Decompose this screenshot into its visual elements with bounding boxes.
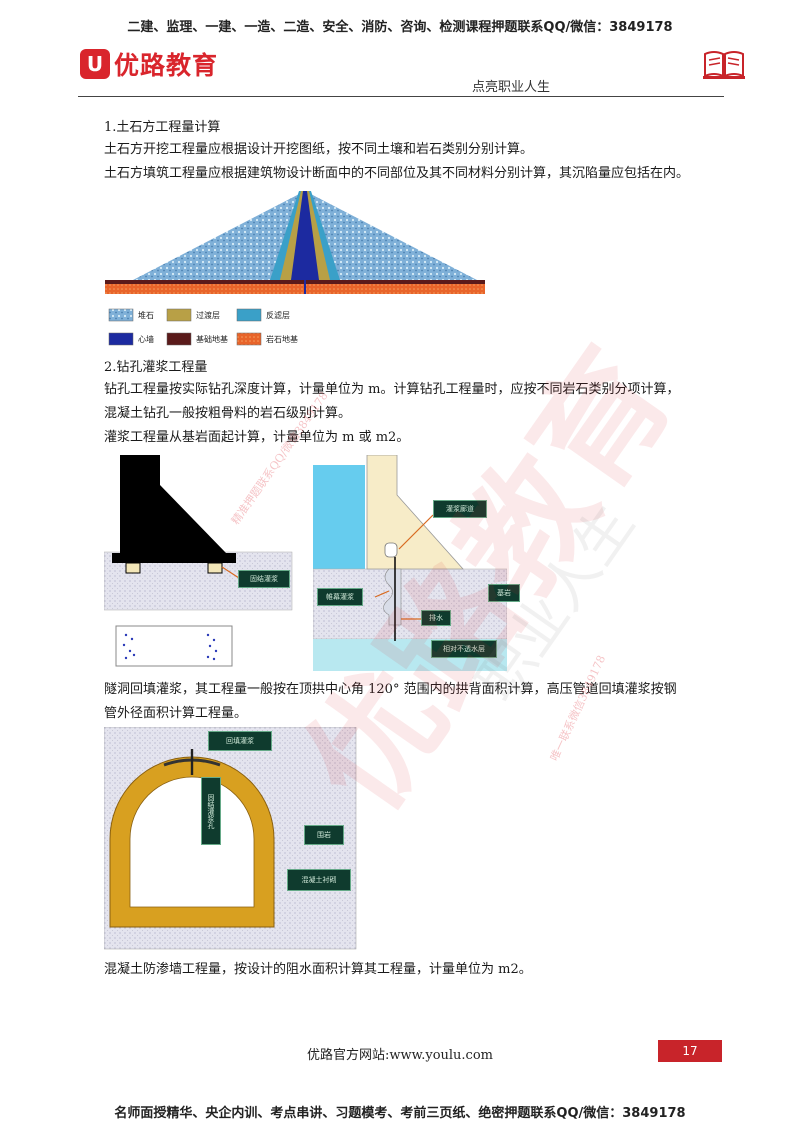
section2-paragraph4: 混凝土防渗墙工程量，按设计的阻水面积计算其工程量，计量单位为 m2。 (104, 962, 532, 977)
page-number: 17 (658, 1040, 722, 1062)
section1-title: 1.土石方工程量计算 (104, 120, 221, 135)
dam-core (291, 191, 319, 280)
tag-rock: 基岩 (488, 584, 520, 602)
section2-paragraph1-line1: 钻孔工程量按实际钻孔深度计算，计量单位为 m。计算钻孔工程量时，应按不同岩石类别… (104, 382, 680, 397)
dam-foundation (105, 280, 485, 284)
slogan: 点亮职业人生 (472, 80, 551, 95)
dam-cross-section-figure: 堆石 过渡层 反滤层 心墙 基础地基 岩石地基 (105, 188, 485, 346)
consolidation-grouting-figure (104, 455, 293, 667)
tag-gallery: 灌浆廊道 (433, 500, 487, 518)
section1-paragraph2: 土石方填筑工程量应根据建筑物设计断面中的不同部位及其不同材料分别计算，其沉陷量应… (104, 166, 690, 181)
dam-bedrock (105, 284, 485, 294)
legend-label-core: 心墙 (138, 334, 154, 344)
brand-logo: U 优路教育 (80, 46, 218, 82)
section2-paragraph3-line2: 管外径面积计算工程量。 (104, 706, 248, 721)
tag-consolidation-grouting: 固结灌浆 (238, 570, 290, 588)
section2-paragraph3-line1: 隧洞回填灌浆，其工程量一般按在顶拱中心角 120° 范围内的拱背面积计算，高压管… (104, 682, 677, 697)
grout-hole-dots (122, 633, 218, 661)
tag-drain: 排水 (421, 610, 451, 626)
legend-label-rockfill: 堆石 (138, 310, 154, 320)
concrete-dam (366, 455, 464, 570)
watermark-contact-2: 唯一联系微信3849178 (547, 653, 609, 764)
tunnel-opening (129, 776, 255, 908)
logo-icon: U (80, 49, 110, 79)
section2-paragraph2: 灌浆工程量从基岩面起计算，计量单位为 m 或 m2。 (104, 430, 410, 445)
tag-consolidation-hole: 固结灌浆孔 (201, 777, 221, 845)
tag-impermeable-layer: 相对不透水层 (431, 640, 497, 658)
logo-text: 优路教育 (114, 51, 219, 80)
tag-backfill-grouting: 回填灌浆 (208, 731, 272, 751)
tag-curtain-grouting: 帷幕灌浆 (317, 588, 363, 606)
reservoir-water (313, 465, 365, 569)
section1-paragraph1: 土石方开挖工程量应根据设计开挖图纸，按不同土壤和岩石类别分别计算。 (104, 142, 534, 157)
bottom-banner: 名师面授精华、央企内训、考点串讲、习题模考、考前三页纸、绝密押题联系QQ/微信：… (114, 1106, 686, 1121)
top-banner: 二建、监理、一建、一造、二造、安全、消防、咨询、检测课程押题联系QQ/微信：38… (127, 20, 673, 35)
section2-paragraph1-line2: 混凝土钻孔一般按粗骨料的岩石级别计算。 (104, 406, 352, 421)
tunnel-grouting-figure (104, 727, 357, 950)
book-icon (703, 51, 745, 79)
curtain-grouting-figure (313, 455, 507, 671)
legend-label-bedrock: 岩石地基 (266, 334, 298, 344)
legend-label-filter: 反滤层 (266, 310, 290, 320)
legend-label-transition: 过渡层 (196, 310, 220, 320)
dam-body-black (120, 455, 226, 553)
footer-website: 优路官方网站:www.youlu.com (307, 1048, 493, 1063)
dam-legend: 堆石 过渡层 反滤层 心墙 基础地基 岩石地基 (108, 308, 298, 346)
legend-label-foundation: 基础地基 (196, 334, 228, 344)
header-divider (78, 96, 724, 97)
tag-surrounding-rock: 围岩 (304, 825, 344, 845)
tag-concrete-lining: 混凝土衬砌 (287, 869, 351, 891)
section2-title: 2.钻孔灌浆工程量 (104, 360, 208, 375)
